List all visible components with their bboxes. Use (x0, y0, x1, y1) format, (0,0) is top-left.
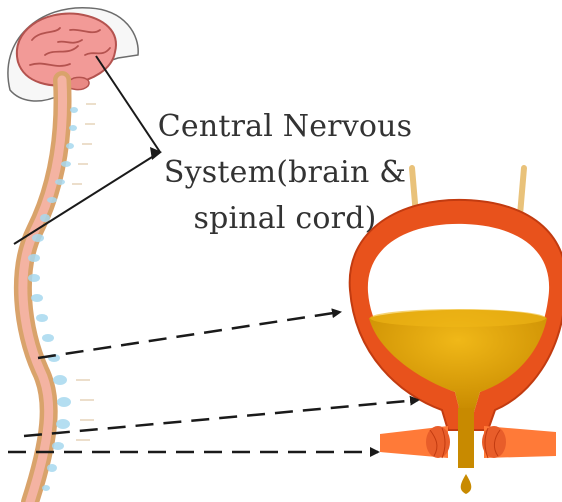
nerve-arrows (8, 308, 420, 457)
arrow-to-bladder-wall (37, 308, 342, 360)
external-sphincter (380, 426, 556, 459)
label-pointers (13, 55, 162, 245)
urine (369, 309, 547, 412)
arrow-to-bladder-neck (23, 395, 420, 438)
urethra (458, 408, 474, 468)
vertebrae (28, 107, 78, 491)
cns-label-line-2: System(brain & (163, 155, 407, 190)
spinal-cord (18, 75, 67, 502)
vertebra-ticks (72, 103, 96, 441)
spinal-column (13, 71, 96, 502)
cns-label-line-1: Central Nervous (157, 109, 413, 144)
cns-label: Central Nervous System(brain & spinal co… (150, 104, 420, 242)
bladder (348, 198, 562, 494)
urine-drop (460, 474, 472, 494)
brain (15, 12, 117, 91)
cns-label-line-3: spinal cord) (193, 201, 377, 236)
